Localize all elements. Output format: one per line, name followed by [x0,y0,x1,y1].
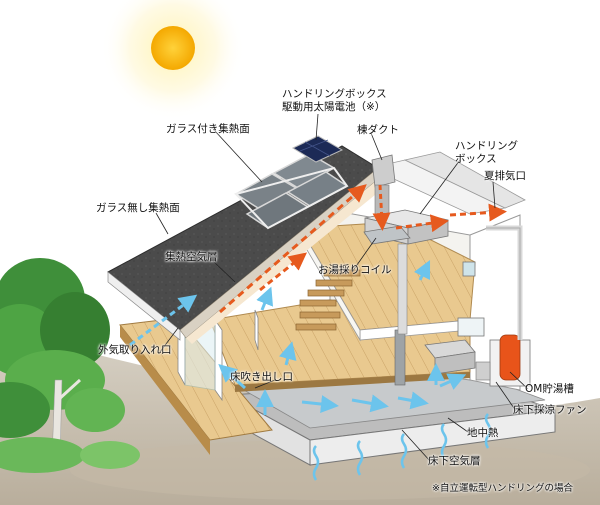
label-om-hot-water-tank: OM貯湯槽 [525,383,574,395]
label-line: ハンドリング [455,140,518,152]
label-handling-box: ハンドリング ボックス [455,140,518,166]
sun-icon [101,0,245,120]
label-glazed-collector: ガラス付き集熱面 [166,123,250,135]
ridge-duct [371,154,396,188]
collector-air-layer [186,176,386,344]
support-column [394,329,406,386]
label-ridge-duct: 棟ダクト [357,124,399,136]
label-line: ボックス [455,153,497,165]
label-ground-heat: 地中熱 [467,427,499,439]
leader-lines [155,113,529,462]
label-line: 駆動用太陽電池（※） [282,101,386,113]
ground-heat-wave-icon [312,413,492,481]
label-hot-water-coil: お湯採りコイル [318,264,392,276]
label-outside-air-intake: 外気取り入れ口 [98,344,172,356]
footnote: ※自立運転型ハンドリングの場合 [432,483,573,494]
glazed-collector-panels [234,153,349,230]
om-hot-water-tank [475,334,531,387]
tree-icon [0,258,140,473]
label-line: ハンドリングボックス [282,88,387,100]
label-collector-air-layer: 集熱空気層 [165,251,218,263]
label-floor-outlet: 床吹き出し口 [230,371,293,383]
label-unglazed-collector: ガラス無し集熱面 [96,202,180,214]
staircase [295,269,361,331]
label-handling-box-battery: ハンドリングボックス 駆動用太陽電池（※） [282,88,387,114]
label-summer-exhaust: 夏排気口 [484,170,526,182]
cool-air-arrow-icon [129,259,467,415]
label-underfloor-air-layer: 床下空気層 [428,455,481,467]
warm-air-arrow-icon [219,184,507,314]
label-underfloor-cooling-fan: 床下採涼ファン [513,404,587,416]
window [462,261,476,277]
